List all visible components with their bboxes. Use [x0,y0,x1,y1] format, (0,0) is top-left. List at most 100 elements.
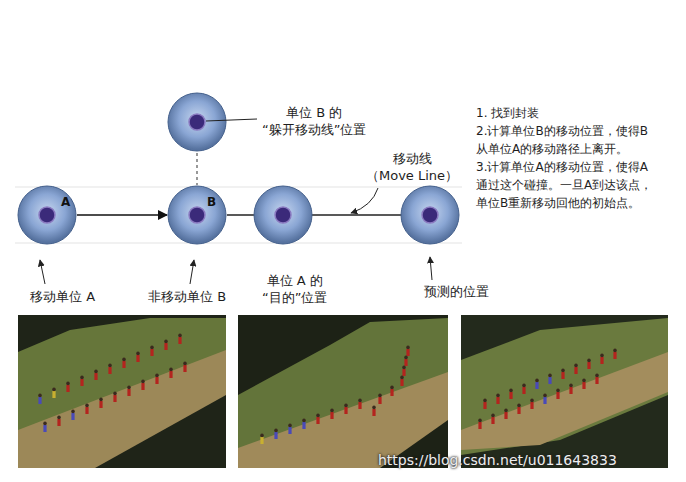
soldier [402,366,406,376]
soldier [150,346,154,356]
soldier [302,419,306,429]
step-note: 2.计算单位B的移动位置，使得B从单位A的移动路径上离开。 [476,122,656,158]
leader-line [206,119,257,121]
move-arrow [77,214,167,215]
soldier [127,386,131,396]
soldier [288,424,292,434]
callout-label: 预测的位置 [424,283,489,300]
soldier [543,394,547,404]
screenshot [461,315,668,468]
soldier [600,354,604,364]
leader-line [430,257,432,280]
screenshot [18,315,226,468]
callout-label: 单位 B 的 “躲开移动线”位置 [262,104,366,138]
soldier [378,394,382,404]
screenshot [238,315,448,468]
soldier [587,359,591,369]
dirt-path [461,352,668,450]
center-dot [39,207,55,223]
soldier [504,409,508,419]
soldier [372,406,376,416]
band-line [15,243,462,244]
soldier [164,340,168,350]
soldier [556,389,560,399]
soldier [113,392,117,402]
soldier [483,399,487,409]
screenshot-bg [461,315,668,468]
soldier [155,374,159,384]
soldier [38,394,42,404]
dodge-circle [168,93,226,151]
callout-label: 非移动单位 B [148,288,226,305]
soldier [330,409,334,419]
soldier [71,410,75,420]
leader-line [351,188,378,213]
soldier [517,404,521,414]
soldier [509,389,513,399]
soldier [99,398,103,408]
unit-letter: B [207,195,216,209]
soldier [260,434,264,444]
center-dot [275,207,291,223]
soldier [316,414,320,424]
unit-circle: B [167,185,227,245]
soldier [522,384,526,394]
soldier [530,399,534,409]
grass [238,318,448,468]
band-line [15,187,462,188]
soldier [108,364,112,374]
unit-circle: A [17,185,77,245]
soldier [358,399,362,409]
circle-shape [17,185,77,245]
soldier [595,374,599,384]
target-circle [254,186,312,244]
callout-label: 移动单位 A [30,288,95,305]
soldier [569,384,573,394]
soldier [406,346,410,356]
center-dot [189,207,205,223]
soldier [496,394,500,404]
soldier [344,404,348,414]
soldier [183,362,187,372]
soldier [491,414,495,424]
soldier [535,379,539,389]
soldier [178,334,182,344]
center-dot [422,207,438,223]
soldier [404,356,408,366]
soldier [43,422,47,432]
leader-line [190,260,194,284]
soldier [169,368,173,378]
soldier [94,370,98,380]
screenshot-bg [238,315,448,468]
step-note: 3.计算单位A的移动位置，使得A通过这个碰撞。一旦A到达该点，单位B重新移动回他… [476,158,656,212]
soldier [274,429,278,439]
soldier [561,369,565,379]
soldier [574,364,578,374]
unit-letter: A [61,195,70,209]
soldier [52,388,56,398]
callout-label: 移动线 （Move Line） [366,150,458,184]
soldier [478,419,482,429]
screenshot-bg [18,315,226,468]
leader-line [40,260,45,284]
grass [461,318,668,455]
soldier [85,404,89,414]
grass [18,318,226,468]
soldier [400,376,404,386]
soldier [582,379,586,389]
unit-circle-fill [168,186,226,244]
step-note: 1. 找到封装 [476,104,539,122]
center-dot [189,114,205,130]
soldier [122,358,126,368]
soldier [57,416,61,426]
dodge-dash [196,153,197,185]
dirt-path [18,350,226,468]
soldier [136,352,140,362]
soldier [613,349,617,359]
soldier [141,380,145,390]
soldier [548,374,552,384]
soldier [66,382,70,392]
